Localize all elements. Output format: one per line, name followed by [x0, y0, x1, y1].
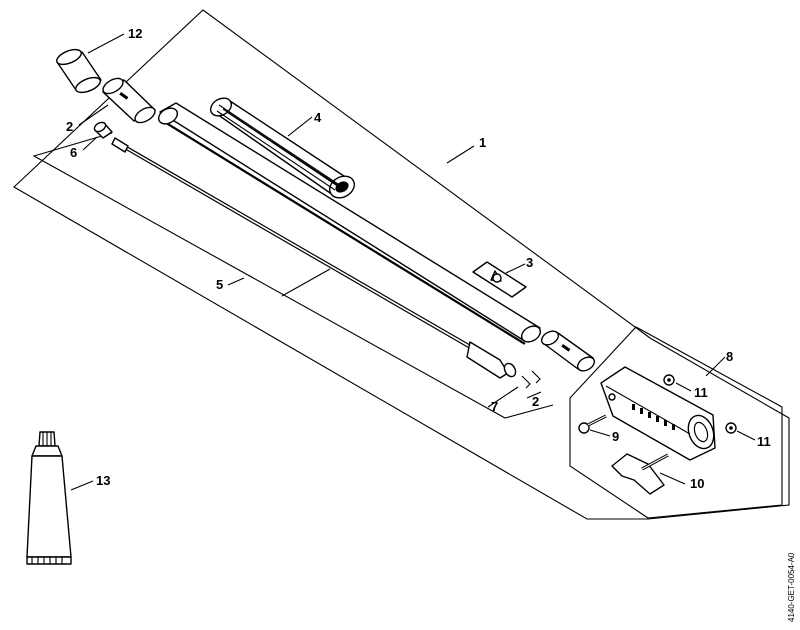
drawing-code: 4140-GET-0054-A0 — [787, 552, 796, 622]
nut-upper-part — [663, 374, 675, 386]
mounting-bracket-part — [600, 366, 716, 461]
callout-9: 9 — [612, 429, 619, 444]
callout-11-upper: 11 — [694, 385, 708, 400]
leader-lines — [70, 33, 756, 491]
callout-2-right: 2 — [532, 394, 539, 409]
grease-tube-part — [26, 431, 72, 565]
nut-lower-part — [725, 422, 737, 434]
callout-8: 8 — [726, 349, 733, 364]
callout-4: 4 — [314, 110, 322, 125]
coupling-left-part — [102, 77, 156, 124]
callout-5: 5 — [216, 277, 223, 292]
callout-13: 13 — [96, 473, 110, 488]
wing-screw-part — [611, 453, 669, 495]
callout-3: 3 — [526, 255, 533, 270]
callout-2-left: 2 — [66, 119, 73, 134]
bushing-part — [93, 121, 113, 139]
assembly-outline-frame — [13, 9, 790, 520]
bracket-group-frame — [569, 326, 783, 519]
callout-6: 6 — [70, 145, 77, 160]
main-tube-part — [157, 102, 542, 345]
callout-1: 1 — [479, 135, 486, 150]
shaft-group-bracket — [32, 132, 554, 419]
grip-part — [209, 97, 356, 199]
callout-11-lower: 11 — [757, 434, 771, 449]
sleeve-part — [56, 48, 102, 94]
screw-part — [578, 414, 607, 434]
callout-7: 7 — [491, 399, 498, 414]
drive-shaft-part — [111, 137, 517, 379]
clip-part — [521, 370, 541, 389]
callout-12: 12 — [128, 26, 142, 41]
callout-10: 10 — [690, 476, 704, 491]
warning-label-part — [472, 261, 527, 298]
coupling-right-part — [540, 330, 596, 372]
